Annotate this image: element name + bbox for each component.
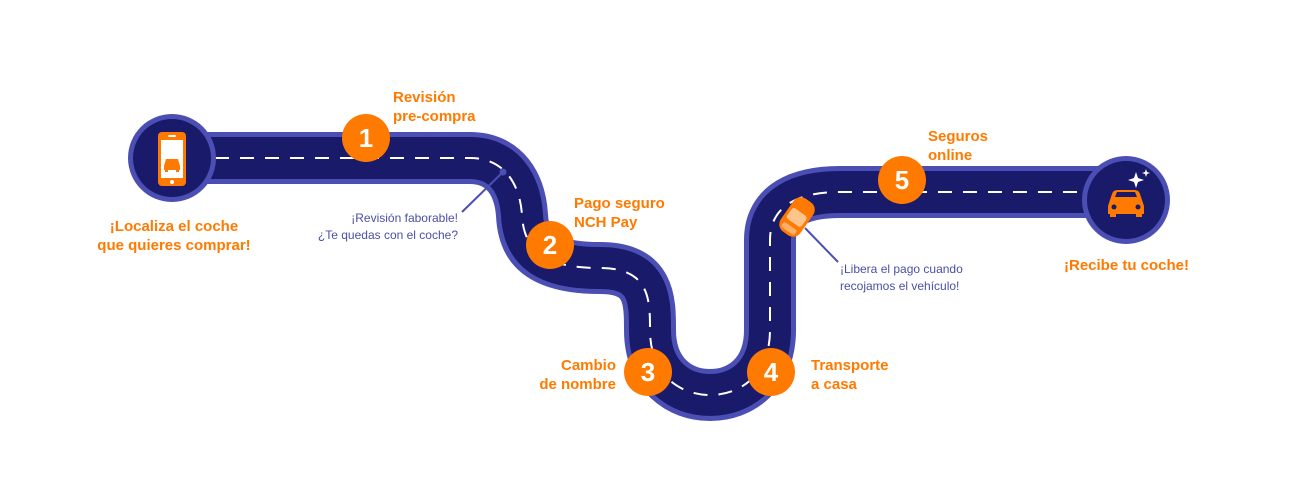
road-center-line: [215, 157, 1085, 397]
step-4-marker: 4: [747, 348, 795, 396]
note-payment: ¡Libera el pago cuando recojamos el vehí…: [840, 262, 963, 293]
smartphone-car-icon: [158, 132, 186, 186]
start-label: ¡Localiza el coche que quieres comprar!: [97, 218, 251, 254]
svg-text:2: 2: [543, 230, 557, 260]
svg-text:3: 3: [641, 357, 655, 387]
note-review: ¡Revisión faborable! ¿Te quedas con el c…: [317, 211, 458, 242]
step-2-label: Pago seguro NCH Pay: [574, 195, 665, 231]
step-1-marker: 1: [342, 114, 390, 162]
car-sparkles-icon: [1108, 169, 1150, 217]
step-4-label: Transporte a casa: [811, 357, 889, 393]
step-5-marker: 5: [878, 156, 926, 204]
step-5-label: Seguros online: [928, 128, 989, 164]
note-pointer-1: [461, 171, 504, 213]
step-3-marker: 3: [624, 348, 672, 396]
svg-text:1: 1: [359, 123, 373, 153]
step-1-label: Revisión pre-compra: [393, 89, 476, 125]
end-node: [1082, 156, 1170, 244]
end-label: ¡Recibe tu coche!: [1064, 257, 1190, 274]
svg-text:4: 4: [764, 357, 779, 387]
note-pointer-1-dot: [499, 168, 507, 176]
note-pointer-2: [804, 227, 839, 263]
car-on-road-icon: [779, 197, 815, 237]
step-2-marker: 2: [526, 221, 574, 269]
start-node: [128, 114, 216, 202]
step-3-label: Cambio de nombre: [539, 357, 616, 393]
svg-text:5: 5: [895, 165, 909, 195]
